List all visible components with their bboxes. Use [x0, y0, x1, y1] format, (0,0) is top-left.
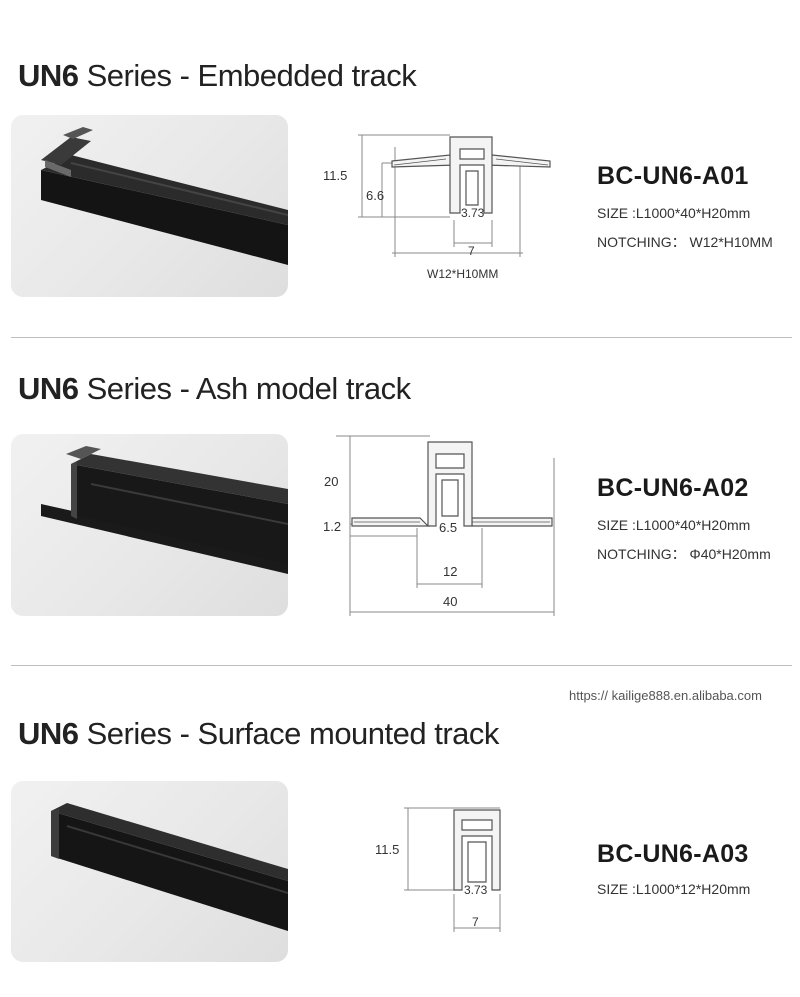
dim-flange: 1.2 [323, 519, 341, 534]
title-series: UN6 [18, 58, 79, 93]
title-series: UN6 [18, 716, 79, 751]
size-spec: SIZE :L1000*40*H20mm [597, 517, 751, 533]
section-title: UN6 Series - Surface mounted track [18, 716, 499, 752]
model-number: BC-UN6-A03 [597, 840, 749, 868]
dim-height: 11.5 [375, 842, 399, 857]
section-title: UN6 Series - Embedded track [18, 58, 417, 94]
notching-spec: NOTCHING： W12*H10MM [597, 234, 773, 250]
website-url: https:// kailige888.en.alibaba.com [569, 688, 762, 703]
model-number: BC-UN6-A01 [597, 162, 749, 190]
notching-spec: NOTCHING： Φ40*H20mm [597, 546, 771, 562]
title-series: UN6 [18, 371, 79, 406]
dim-width: 7 [468, 244, 475, 258]
model-number: BC-UN6-A02 [597, 474, 749, 502]
dim-total-width: 40 [443, 594, 457, 609]
title-rest: Series - Embedded track [78, 58, 417, 93]
product-photo [11, 115, 288, 297]
dim-height: 11.5 [323, 168, 347, 183]
track-photo-graphic [41, 446, 288, 574]
dim-slot: 6.5 [439, 520, 457, 535]
dim-slot: 3.73 [464, 883, 488, 897]
technical-drawing: 11.5 6.6 3.73 7 W12*H10MM [323, 134, 551, 281]
dim-body-width: 12 [443, 564, 457, 579]
dim-width: 7 [472, 915, 479, 929]
section-ash-model-track: UN6 Series - Ash model track [0, 338, 800, 665]
dim-height: 20 [324, 474, 338, 489]
section-divider [11, 337, 792, 338]
section-divider [11, 665, 792, 666]
technical-drawing: 20 1.2 6.5 12 40 [323, 435, 555, 616]
product-photo [11, 781, 288, 962]
dim-inner-height: 6.6 [366, 188, 384, 203]
dim-slot: 3.73 [461, 206, 485, 220]
product-photo [11, 434, 288, 616]
title-rest: Series - Ash model track [78, 371, 411, 406]
technical-drawing: 11.5 3.73 7 [375, 807, 501, 932]
section-surface-mounted-track: UN6 Series - Surface mounted track 11.5 … [0, 666, 800, 997]
track-photo-graphic [41, 127, 288, 265]
track-photo-graphic [51, 803, 288, 931]
dim-cutout: W12*H10MM [427, 267, 498, 281]
size-spec: SIZE :L1000*12*H20mm [597, 881, 751, 897]
size-spec: SIZE :L1000*40*H20mm [597, 205, 751, 221]
title-rest: Series - Surface mounted track [78, 716, 500, 751]
section-embedded-track: UN6 Series - Embedded track [0, 0, 800, 337]
section-title: UN6 Series - Ash model track [18, 371, 411, 407]
